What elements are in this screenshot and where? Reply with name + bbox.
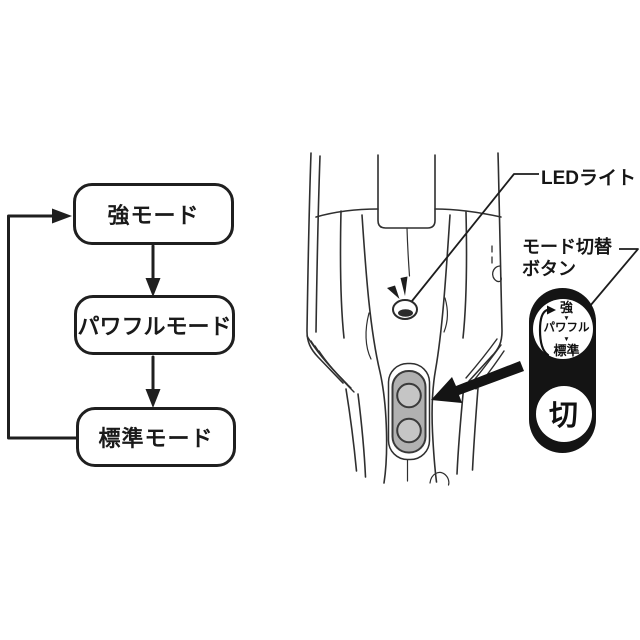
- led-leader-line: [411, 173, 539, 302]
- mode-strong: 強: [559, 299, 573, 315]
- mode-powerful: パワフル: [543, 322, 590, 335]
- callout-leader-lines: [411, 173, 639, 307]
- down-arrow-head-1: [145, 278, 161, 297]
- flow-node-standard-mode: 標準モード: [76, 407, 236, 467]
- flow-node-strong-mode: 強モード: [73, 183, 234, 245]
- led-indicator: [387, 276, 418, 320]
- off-circle: 切: [535, 386, 592, 442]
- mode-cycle-circle: 強 ▼ パワフル ▼ 標準: [532, 299, 593, 359]
- led-sparkle-icon: [387, 285, 400, 299]
- down-arrow-head-2: [145, 389, 161, 408]
- loop-arrow-line: [7, 214, 78, 440]
- mode-switch-button-label-line1: モード切替: [522, 237, 612, 257]
- flow-node-powerful-mode: パワフルモード: [74, 295, 235, 355]
- cycle-arrow-icon: [538, 305, 556, 357]
- device-tube: [377, 154, 436, 229]
- loop-arrow-head: [52, 208, 72, 224]
- device-mode-button: [387, 362, 431, 461]
- mode-switch-button-label: モード切替 ボタン: [522, 236, 612, 280]
- led-sparkle-icon: [400, 276, 408, 296]
- led-light-label: LEDライト: [541, 168, 637, 189]
- mode-cycle-badge: 強 ▼ パワフル ▼ 標準 切: [529, 288, 596, 453]
- flowchart-connectors: [7, 208, 161, 440]
- mode-leader-line: [589, 248, 639, 307]
- down-triangle-icon: ▼: [563, 314, 570, 322]
- mode-switch-button-label-line2: ボタン: [522, 259, 576, 279]
- mode-cycle-list: 強 ▼ パワフル ▼ 標準: [541, 299, 593, 359]
- mode-standard: 標準: [553, 343, 580, 359]
- vent-ribs-left: [306, 335, 355, 393]
- off-label: 切: [548, 400, 578, 432]
- down-triangle-icon: ▼: [563, 336, 570, 344]
- big-arrow-icon: [431, 361, 524, 403]
- flow-node-label: パワフルモード: [77, 314, 232, 339]
- flow-node-label: 強モード: [107, 203, 200, 228]
- flow-node-label: 標準モード: [98, 426, 214, 451]
